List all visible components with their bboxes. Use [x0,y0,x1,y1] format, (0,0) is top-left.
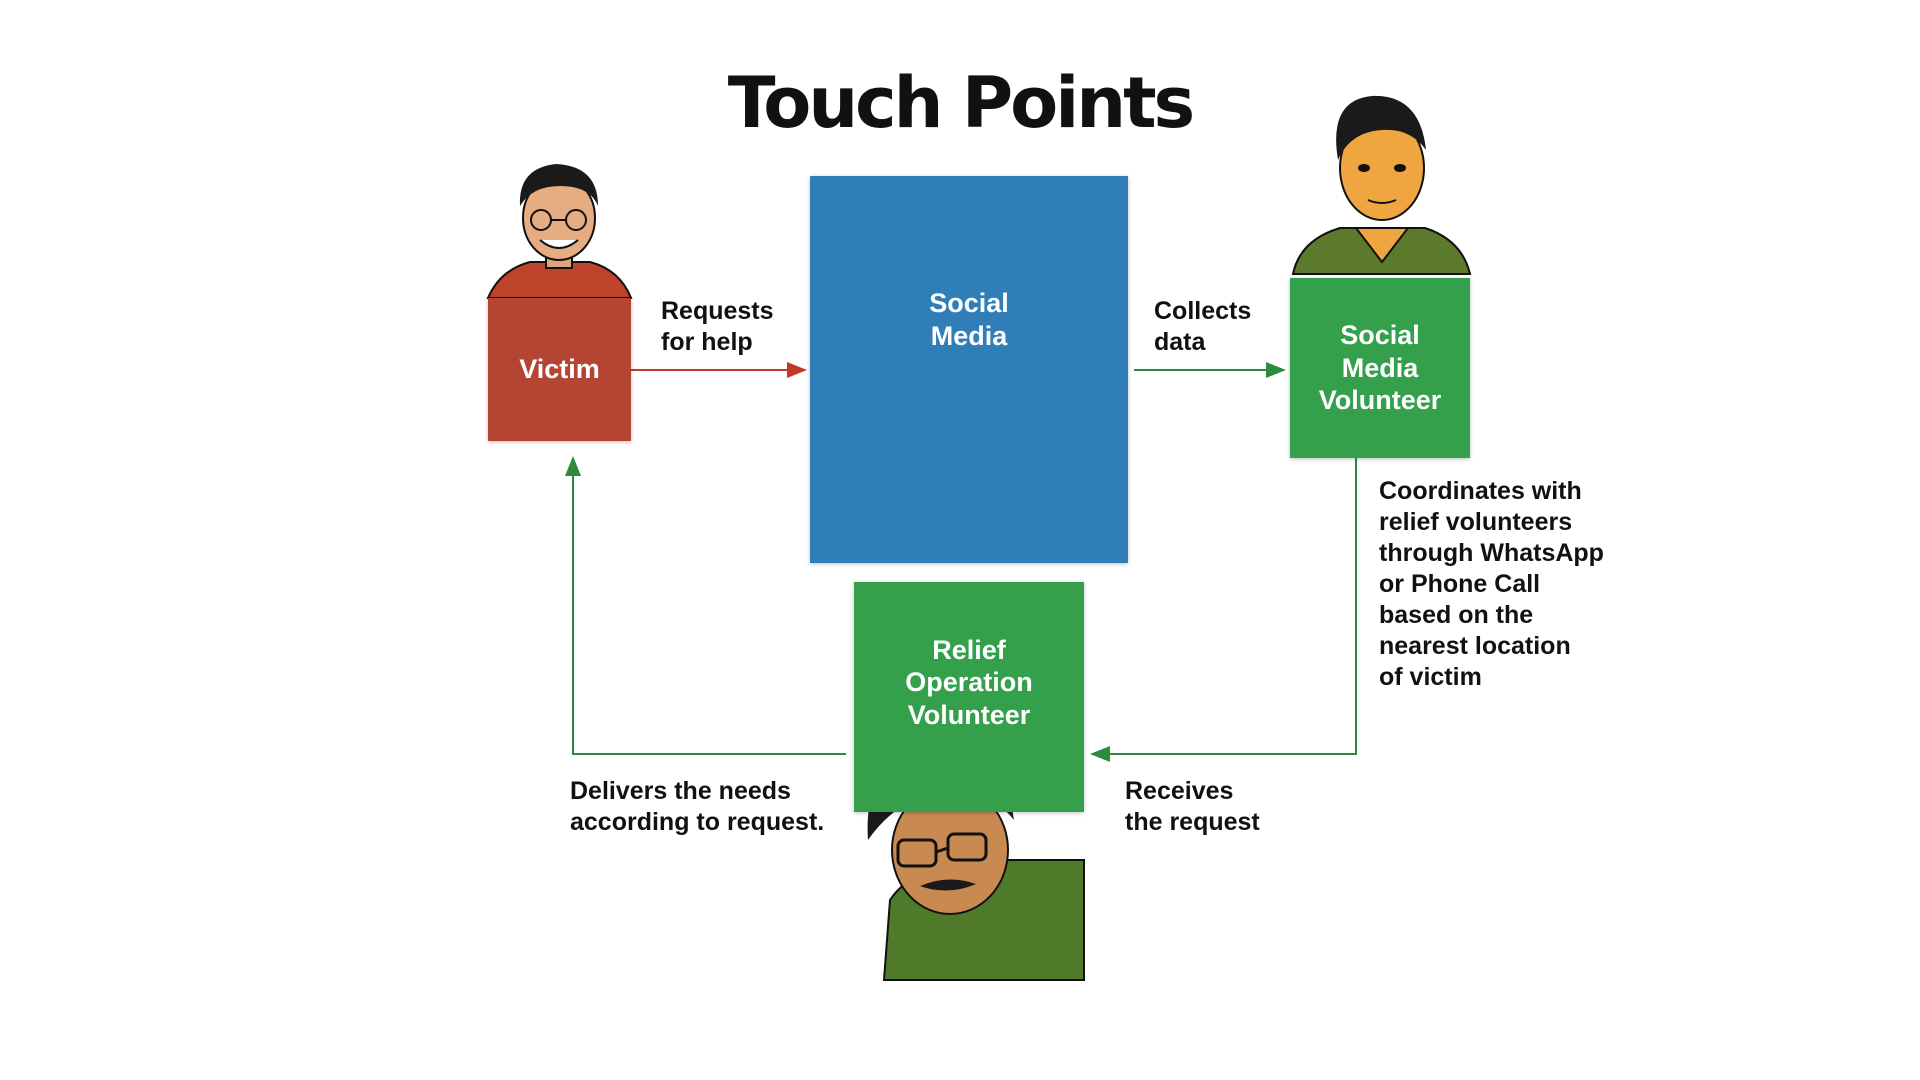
social-media-volunteer-box: Social Media Volunteer [1290,278,1470,458]
victim-box: Victim [488,298,631,441]
page-title: Touch Points [727,62,1195,144]
delivers-label: Delivers the needs according to request. [570,777,825,837]
requests-label: Requests for help [661,297,774,357]
social-media-label: Social Media [929,288,1009,351]
relief-volunteer-label: Relief Operation Volunteer [905,635,1033,730]
social-media-volunteer-portrait-icon [1291,95,1472,275]
collects-label: Collects data [1154,297,1252,357]
victim-portrait-icon [486,164,633,299]
victim-label: Victim [519,354,600,385]
relief-volunteer-box: Relief Operation Volunteer [854,582,1084,812]
coordinates-label: Coordinates with relief volunteers throu… [1379,477,1604,691]
arrow-volunteer-to-relief [1090,458,1357,762]
social-media-box: Social Media [810,176,1128,563]
arrow-relief-to-victim [565,456,846,755]
social-media-volunteer-label: Social Media Volunteer [1318,320,1442,416]
receives-label: Receives the request [1125,777,1260,837]
